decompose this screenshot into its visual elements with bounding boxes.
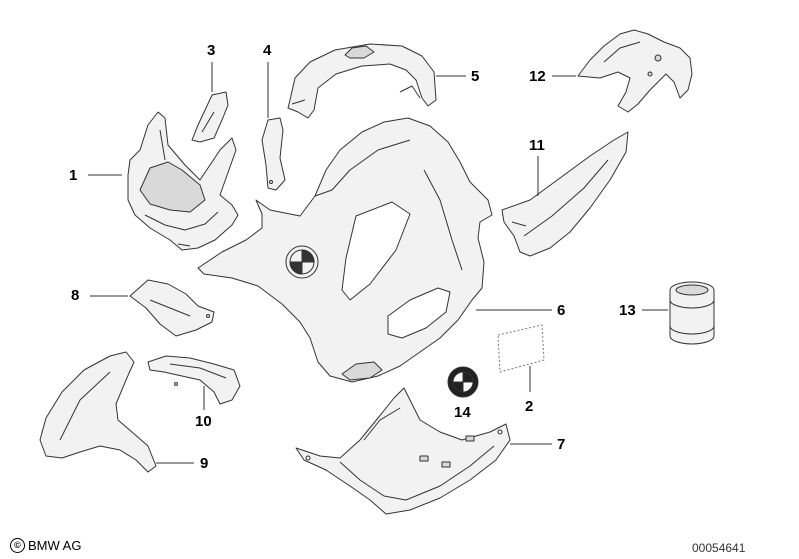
image-number: 00054641 — [692, 541, 746, 555]
callout-12: 12 — [529, 68, 546, 85]
part-13-cylinder — [669, 281, 715, 345]
part-5-upper-cowl — [287, 43, 437, 119]
part-2-decal — [497, 324, 545, 373]
callout-11: 11 — [529, 137, 545, 154]
copyright-icon: © — [10, 538, 25, 553]
callout-13: 13 — [619, 302, 636, 319]
callout-9: 9 — [200, 455, 209, 472]
part-3-side-panel — [191, 91, 229, 143]
part-7-belly-pan — [295, 387, 511, 515]
part-14-bmw-badge — [447, 366, 479, 398]
part-8-bracket-cover — [129, 279, 215, 337]
callout-6: 6 — [557, 302, 566, 319]
callout-7: 7 — [557, 436, 566, 453]
copyright-text: BMW AG — [28, 538, 82, 553]
part-6-main-side-panel — [197, 117, 493, 383]
callout-10: 10 — [195, 413, 212, 430]
callout-4: 4 — [263, 42, 272, 59]
part-1-front-fairing — [127, 111, 239, 251]
part-12-tail-cover — [577, 29, 693, 113]
callout-2: 2 — [525, 398, 534, 415]
part-10-mudguard-rear — [147, 355, 241, 405]
part-4-side-trim — [261, 117, 286, 191]
callout-3: 3 — [207, 42, 216, 59]
callout-5: 5 — [471, 68, 480, 85]
leader-lines — [88, 62, 668, 464]
callout-14: 14 — [454, 404, 471, 421]
part-9-front-mudguard — [39, 351, 157, 473]
part-11-side-cover — [501, 131, 629, 257]
callout-8: 8 — [71, 287, 80, 304]
copyright: © BMW AG — [10, 538, 81, 553]
callout-1: 1 — [69, 167, 78, 184]
